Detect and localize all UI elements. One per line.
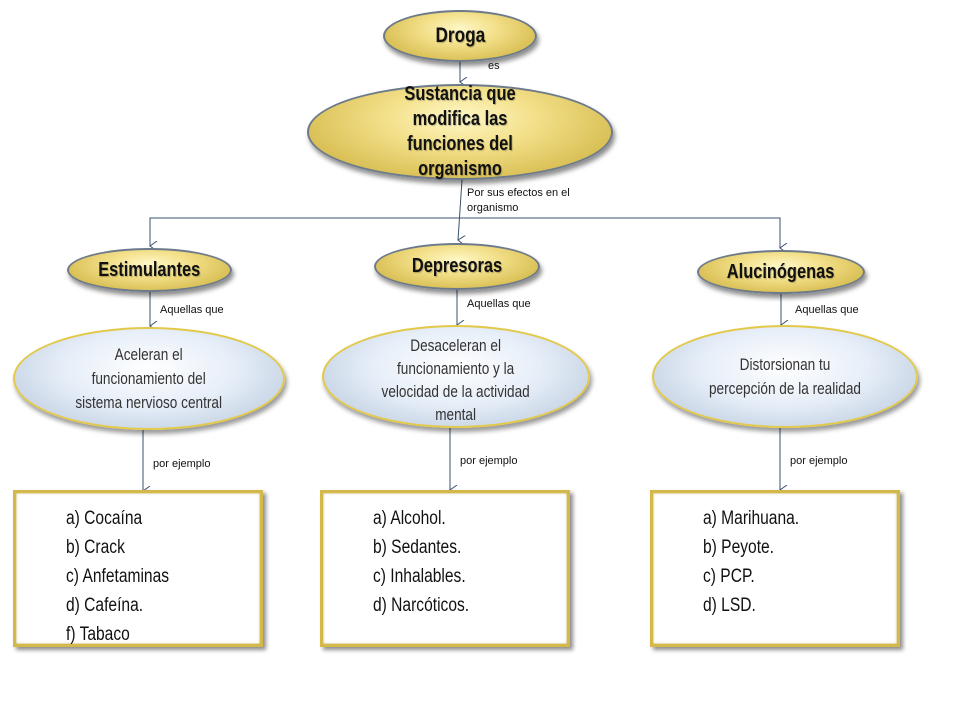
example-item: c) Inhalables. bbox=[373, 566, 466, 587]
example-item: d) LSD. bbox=[703, 595, 756, 616]
example-item: c) Anfetaminas bbox=[66, 566, 170, 587]
link-por-ejemplo: por ejemplo bbox=[153, 458, 211, 470]
link-effects: Por sus efectos en el organismo bbox=[467, 187, 570, 214]
example-item: f) Tabaco bbox=[66, 624, 130, 645]
example-item: d) Cafeína. bbox=[66, 595, 144, 616]
examples-alucinogenas: a) Marihuana. b) Peyote. c) PCP. d) LSD. bbox=[650, 490, 900, 647]
description-alucinogenas: Distorsionan tu percepción de la realida… bbox=[652, 325, 918, 428]
link-por-ejemplo: por ejemplo bbox=[790, 455, 848, 467]
example-item: c) PCP. bbox=[703, 566, 755, 587]
example-item: a) Marihuana. bbox=[703, 508, 800, 529]
link-aquellas-que: Aquellas que bbox=[467, 298, 531, 310]
examples-estimulantes: a) Cocaína b) Crack c) Anfetaminas d) Ca… bbox=[13, 490, 263, 647]
description-estimulantes: Aceleran el funcionamiento del sistema n… bbox=[13, 327, 285, 430]
node-estimulantes: Estimulantes bbox=[67, 248, 232, 292]
category-title: Estimulantes bbox=[98, 258, 201, 281]
node-definition: Sustancia que modifica las funciones del… bbox=[307, 83, 613, 180]
node-depresoras: Depresoras bbox=[374, 243, 540, 290]
example-item: d) Narcóticos. bbox=[373, 595, 470, 616]
description-text: Desaceleran el funcionamiento y la veloc… bbox=[381, 335, 531, 424]
example-item: b) Crack bbox=[66, 537, 125, 558]
link-por-ejemplo: por ejemplo bbox=[460, 455, 518, 467]
link-aquellas-que: Aquellas que bbox=[795, 304, 859, 316]
example-item: a) Cocaína bbox=[66, 508, 143, 529]
example-item: a) Alcohol. bbox=[373, 508, 446, 529]
link-aquellas-que: Aquellas que bbox=[160, 304, 224, 316]
examples-depresoras: a) Alcohol. b) Sedantes. c) Inhalables. … bbox=[320, 490, 570, 647]
node-droga-label: Droga bbox=[435, 24, 485, 47]
category-title: Alucinógenas bbox=[727, 260, 835, 283]
description-depresoras: Desaceleran el funcionamiento y la veloc… bbox=[322, 325, 590, 428]
node-droga: Droga bbox=[383, 10, 537, 62]
description-text: Distorsionan tu percepción de la realida… bbox=[709, 354, 861, 398]
link-es: es bbox=[488, 60, 500, 72]
node-alucinogenas: Alucinógenas bbox=[697, 250, 865, 294]
example-item: b) Peyote. bbox=[703, 537, 775, 558]
category-title: Depresoras bbox=[411, 255, 503, 277]
description-text: Aceleran el funcionamiento del sistema n… bbox=[75, 344, 223, 412]
example-item: b) Sedantes. bbox=[373, 537, 462, 558]
node-definition-label: Sustancia que modifica las funciones del… bbox=[404, 83, 516, 180]
